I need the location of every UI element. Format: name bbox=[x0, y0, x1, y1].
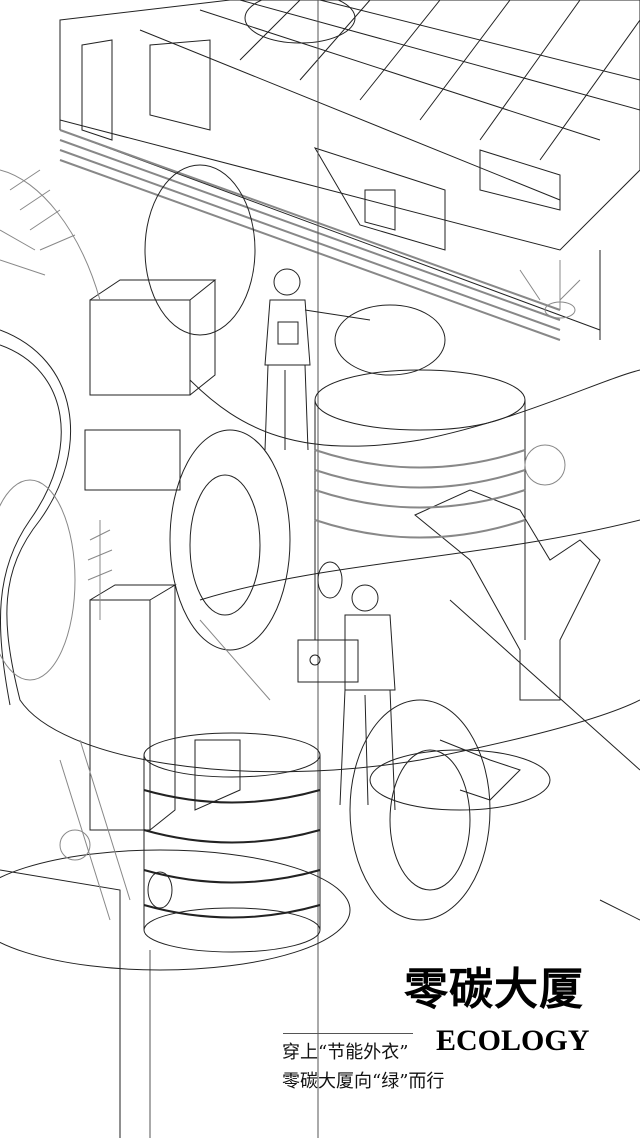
cylinders bbox=[143, 369, 526, 953]
person-standing bbox=[264, 268, 371, 451]
building-roof bbox=[59, 0, 640, 341]
ecology-letters bbox=[84, 164, 601, 921]
poster-subtitle: ECOLOGY bbox=[436, 1024, 590, 1057]
divider bbox=[283, 1033, 413, 1034]
tagline-line-1: 穿上“节能外衣” bbox=[282, 1042, 409, 1063]
person-with-laptop bbox=[297, 584, 396, 811]
poster-title: 零碳大厦 bbox=[404, 964, 584, 1015]
plants bbox=[0, 169, 581, 921]
tagline-line-2: 零碳大厦向“绿”而行 bbox=[282, 1071, 445, 1092]
